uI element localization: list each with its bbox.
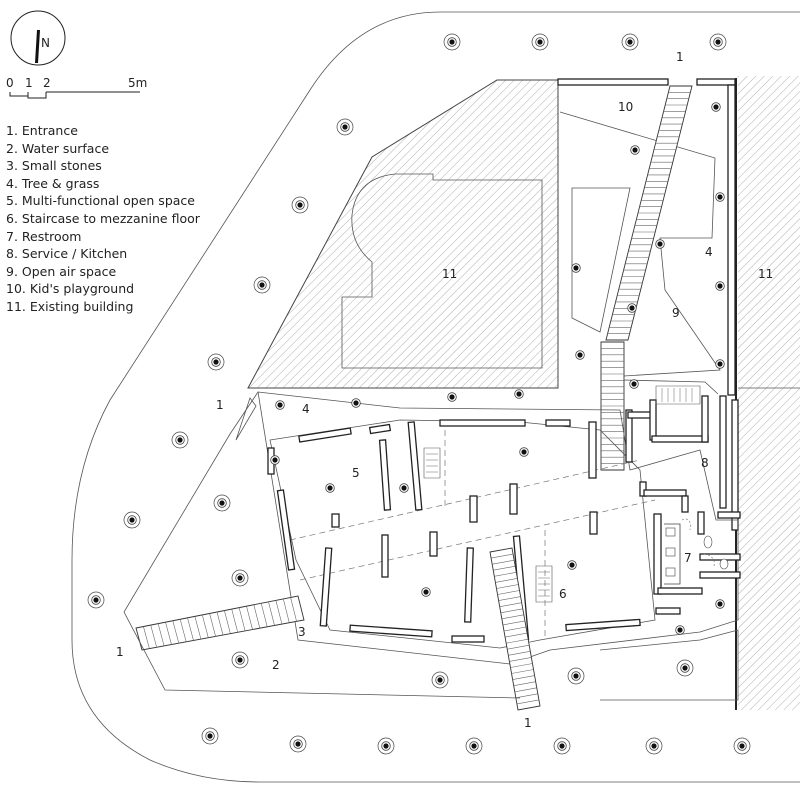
legend-item: 3. Small stones [6,158,102,174]
building-shell [257,391,739,665]
label-restroom: 7 [684,551,692,565]
tree-icon [531,33,549,51]
tree-icon [351,398,361,408]
scale-tick-2: 2 [43,76,51,90]
label-entrance-bottom: 1 [524,716,532,730]
tree-icon [733,737,751,755]
tree-icon [465,737,483,755]
tree-icon [709,33,727,51]
label-entrance-left: 1 [216,398,224,412]
tree-icon [630,145,640,155]
staircase-lower [489,547,541,711]
tree-icon [553,737,571,755]
tree-icon [519,447,529,457]
scale-bar: 0 1 2 5m [6,76,147,99]
label-tree-grass-right: 4 [705,245,713,259]
tree-icon [567,560,577,570]
tree-icon [325,483,335,493]
legend-item: 11. Existing building [6,298,134,314]
legend-item: 2. Water surface [6,140,110,156]
existing-building-center [247,79,559,389]
tree-icon [291,196,309,214]
label-playground: 10 [618,100,633,114]
legend-item: 5. Multi-functional open space [6,193,195,209]
tree-icon [715,192,725,202]
tree-icon [231,569,249,587]
legend-item: 4. Tree & grass [6,175,100,191]
tree-icon [655,239,665,249]
label-tree-grass-top: 4 [302,402,310,416]
tree-icon [443,33,461,51]
tree-icon [575,350,585,360]
legend-item: 7. Restroom [6,228,82,244]
tree-icon [207,353,225,371]
plan-labels: 1 1 1 1 2 3 4 4 5 6 7 8 9 10 11 11 [116,50,773,730]
tree-icon [201,727,219,745]
label-service-kitchen: 8 [701,456,709,470]
staircase-upper [600,85,693,471]
label-open-air: 9 [672,306,680,320]
scale-tick-5m: 5m [128,76,147,90]
tree-icon [377,737,395,755]
label-small-stones: 3 [298,625,306,639]
tree-icon [447,392,457,402]
legend-item: 1. Entrance [6,123,78,138]
tree-icon [336,118,354,136]
existing-building-right [738,76,800,710]
restroom-walls [653,511,741,595]
label-existing-right: 11 [758,267,773,281]
scale-tick-1: 1 [25,76,33,90]
tree-icon [645,737,663,755]
tree-icon [213,494,231,512]
label-open-space: 5 [352,466,360,480]
tree-icon [421,587,431,597]
label-water-surface: 2 [272,658,280,672]
tree-icon [675,625,685,635]
scale-tick-0: 0 [6,76,14,90]
tree-icon [567,667,585,685]
legend: 1. Entrance 2. Water surface 3. Small st… [6,122,200,316]
tree-icon [289,735,307,753]
tree-icon [231,651,249,669]
legend-item: 9. Open air space [6,263,117,279]
tree-icon [629,379,639,389]
tree-icon [399,483,409,493]
entrance-ramp [135,595,305,651]
tree-icon [571,263,581,273]
tree-icon [171,431,189,449]
tree-icon [715,281,725,291]
tree-icon [715,359,725,369]
tree-icon [275,400,285,410]
legend-item: 8. Service / Kitchen [6,246,128,262]
tree-icon [123,511,141,529]
label-existing-center: 11 [442,267,457,281]
legend-item: 6. Staircase to mezzanine floor [6,210,200,226]
tree-icon [676,659,694,677]
interior-walls [267,419,681,643]
small-stairs [423,385,701,603]
tree-icon [87,591,105,609]
label-staircase: 6 [559,587,567,601]
legend-item: 10. Kid's playground [6,281,135,297]
north-label: N [41,36,50,50]
tree-icon [514,389,524,399]
label-entrance-bottom-left: 1 [116,645,124,659]
kitchen-walls [625,395,727,513]
tree-icon [711,102,721,112]
tree-icon [715,599,725,609]
tree-icon [270,455,280,465]
site-boundary [71,11,800,783]
tree-icon [253,276,271,294]
north-arrow: N [10,10,66,66]
existing-building-footprint [341,173,543,369]
tree-icon [621,33,639,51]
tree-icon [431,671,449,689]
label-entrance-top: 1 [676,50,684,64]
tree-icon [627,303,637,313]
